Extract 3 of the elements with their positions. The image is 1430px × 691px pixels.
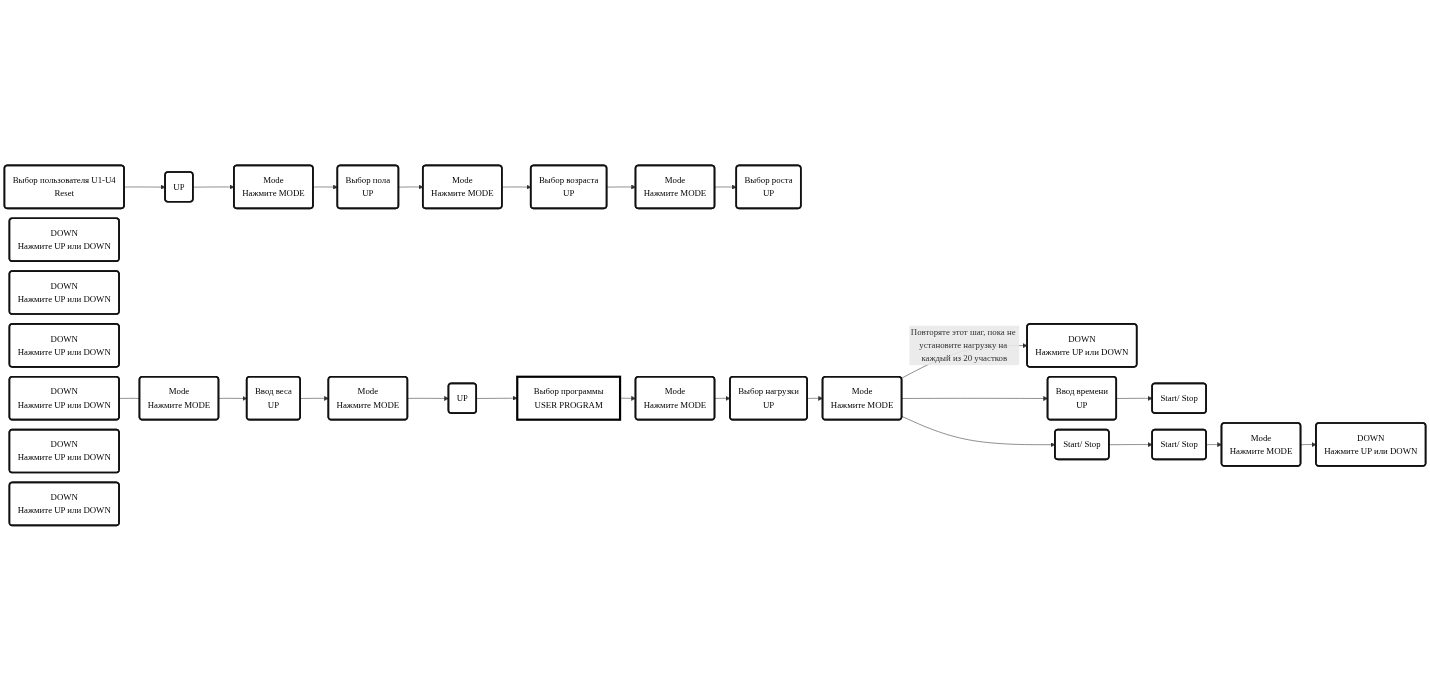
- connector: [119, 398, 140, 399]
- edge-label: Повторяте этот шаг, пока не установите нагрузку на каждый из 20 участков: [910, 327, 1016, 364]
- node-box: Выбор программы USER PROGRAM: [516, 375, 622, 421]
